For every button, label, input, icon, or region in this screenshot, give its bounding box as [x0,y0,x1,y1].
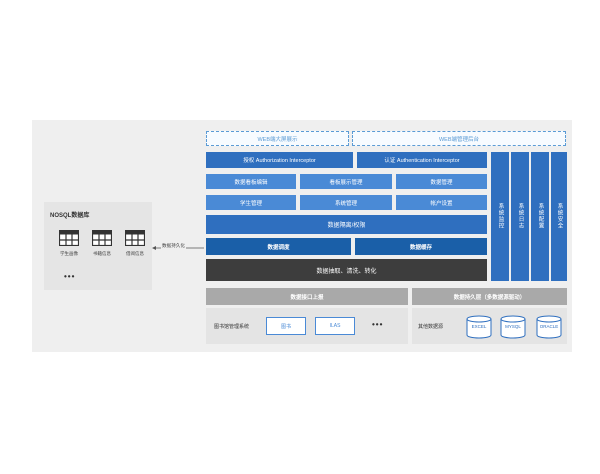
authentication-interceptor: 认证 Authentication Interceptor [357,152,487,168]
module-account-settings: 帐户设置 [396,195,487,210]
nosql-item-borrow: 借阅信息 [118,229,152,257]
web-screen-box: WEB端大屏展示 [206,131,349,146]
nosql-item-label: 书籍信息 [93,251,111,256]
db-mysql: MYSQL [500,315,526,339]
library-system-label: 图书馆管理系统 [214,324,250,330]
nosql-database-panel [44,202,152,290]
module-dashboard-edit: 数据看板编辑 [206,174,296,189]
database-icon [536,315,562,339]
system-security-column: 系统安全 [551,152,567,281]
nosql-item-books: 书籍信息 [85,229,119,257]
system-config-column: 系统配置 [531,152,549,281]
interface-more-dots: ••• [372,320,384,329]
nosql-item-label: 学生画像 [60,251,78,256]
module-student-manage: 学生管理 [206,195,296,210]
module-dashboard-display: 看板展示管理 [300,174,392,189]
interface-box-1: 图书 [266,317,306,335]
system-monitor-column: 系统监控 [491,152,509,281]
etl-bar: 数据抽取、清洗、转化 [206,259,487,281]
database-icon [500,315,526,339]
nosql-more-dots: ••• [64,272,76,281]
system-log-column: 系统日志 [511,152,529,281]
nosql-title: NOSQL数据库 [50,213,90,219]
module-data-manage: 数据管理 [396,174,487,189]
data-schedule-block: 数据调度 [206,238,351,255]
table-icon [91,229,113,247]
db-label: EXCEL [471,324,487,329]
data-interface-title: 数据接口上报 [206,288,408,305]
database-icon [466,315,492,339]
db-label: ORACLE [539,324,559,329]
interface-layer-panel [206,308,408,344]
data-cache-block: 数据缓存 [355,238,487,255]
db-label: MYSQL [505,324,521,329]
db-oracle: ORACLE [536,315,562,339]
interface-box-ilas: ILAS [315,317,355,335]
db-excel: EXCEL [466,315,492,339]
authorization-interceptor: 授权 Authorization Interceptor [206,152,353,168]
nosql-item-student: 学生画像 [52,229,86,257]
nosql-item-label: 借阅信息 [126,251,144,256]
persistence-layer-title: 数据持久层（多数据源驱动） [412,288,567,305]
module-system-manage: 系统管理 [300,195,392,210]
web-admin-box: WEB端管理后台 [352,131,566,146]
persist-label: 数据持久化 [161,243,186,249]
table-icon [124,229,146,247]
table-icon [58,229,80,247]
other-source-label: 其他数据源 [418,324,444,330]
data-permission-bar: 数据隔离/权限 [206,215,487,234]
